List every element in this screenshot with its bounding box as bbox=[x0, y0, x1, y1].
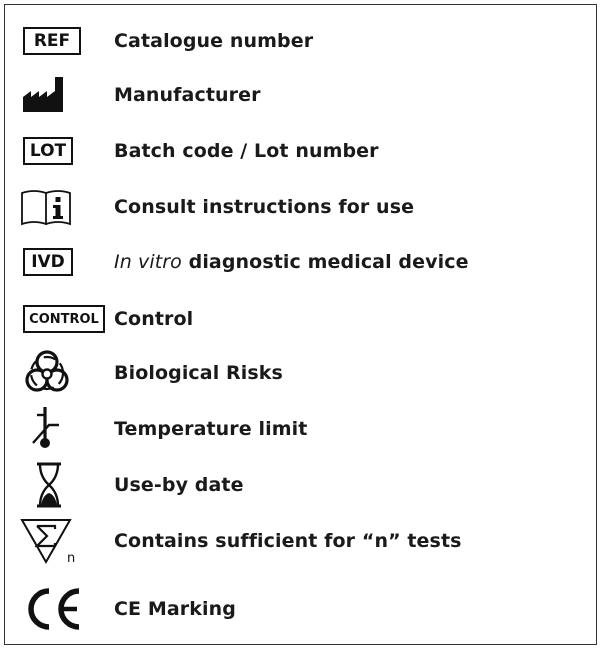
symbol-label: Catalogue number bbox=[114, 30, 314, 52]
row-ivd: IVD In vitro diagnostic medical device bbox=[5, 242, 596, 282]
ref-box-icon: REF bbox=[23, 27, 81, 55]
symbol-label: In vitro diagnostic medical device bbox=[114, 251, 469, 273]
ivd-box-icon: IVD bbox=[23, 248, 73, 276]
symbol-label: Contains sufficient for “n” tests bbox=[114, 530, 462, 552]
row-temperature-limit: Temperature limit bbox=[5, 407, 596, 449]
row-use-by-date: Use-by date bbox=[5, 462, 596, 508]
sigma-triangle-icon: n bbox=[20, 519, 75, 566]
symbol-label: Manufacturer bbox=[114, 84, 261, 106]
biohazard-icon bbox=[25, 350, 69, 392]
symbol-label: Control bbox=[114, 308, 194, 330]
lot-box-icon: LOT bbox=[23, 137, 73, 165]
symbol-label: Use-by date bbox=[114, 474, 244, 496]
row-control: CONTROL Control bbox=[5, 299, 596, 339]
factory-icon bbox=[23, 77, 63, 112]
symbol-label: Consult instructions for use bbox=[114, 196, 415, 218]
row-batch-code: LOT Batch code / Lot number bbox=[5, 131, 596, 171]
row-sufficient-for-n-tests: n Contains sufficient for “n” tests bbox=[5, 519, 596, 566]
thermometer-icon bbox=[32, 407, 59, 448]
row-manufacturer: Manufacturer bbox=[5, 75, 596, 115]
row-ce-marking: CE Marking bbox=[5, 588, 596, 630]
row-biological-risks: Biological Risks bbox=[5, 350, 596, 393]
row-catalogue-number: REF Catalogue number bbox=[5, 21, 596, 61]
svg-text:n: n bbox=[67, 551, 75, 566]
ce-mark-icon bbox=[28, 588, 80, 630]
symbol-label: Biological Risks bbox=[114, 362, 283, 384]
symbol-label: Batch code / Lot number bbox=[114, 140, 379, 162]
control-box-icon: CONTROL bbox=[23, 305, 105, 333]
open-book-info-icon bbox=[21, 190, 71, 226]
row-consult-instructions: Consult instructions for use bbox=[5, 187, 596, 227]
symbol-label: CE Marking bbox=[114, 598, 236, 620]
symbol-label: Temperature limit bbox=[114, 418, 308, 440]
hourglass-icon bbox=[37, 462, 61, 508]
symbol-legend: REF Catalogue number Manufacturer LOT Ba… bbox=[4, 4, 597, 645]
